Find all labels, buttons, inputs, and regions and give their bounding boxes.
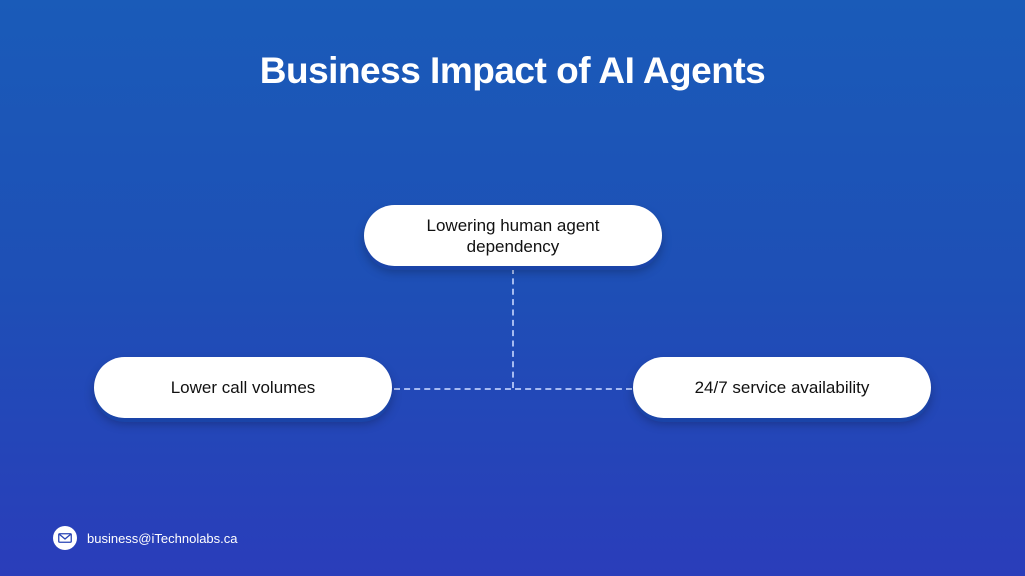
contact-email-link[interactable]: business@iTechnolabs.ca — [87, 530, 238, 546]
footer-contact: business@iTechnolabs.ca — [53, 526, 238, 550]
node-24-7-service-availability: 24/7 service availability — [633, 357, 931, 418]
node-label: Lowering human agent dependency — [426, 215, 600, 256]
vertical-dashed-connector — [512, 268, 514, 388]
slide-title: Business Impact of AI Agents — [259, 50, 766, 91]
mail-icon — [53, 526, 77, 550]
horizontal-dashed-connector — [394, 388, 632, 390]
node-lower-call-volumes: Lower call volumes — [94, 357, 392, 418]
node-label: 24/7 service availability — [694, 378, 870, 397]
node-lowering-human-agent-dependency: Lowering human agent dependency — [364, 205, 662, 266]
node-label: Lower call volumes — [170, 378, 316, 397]
